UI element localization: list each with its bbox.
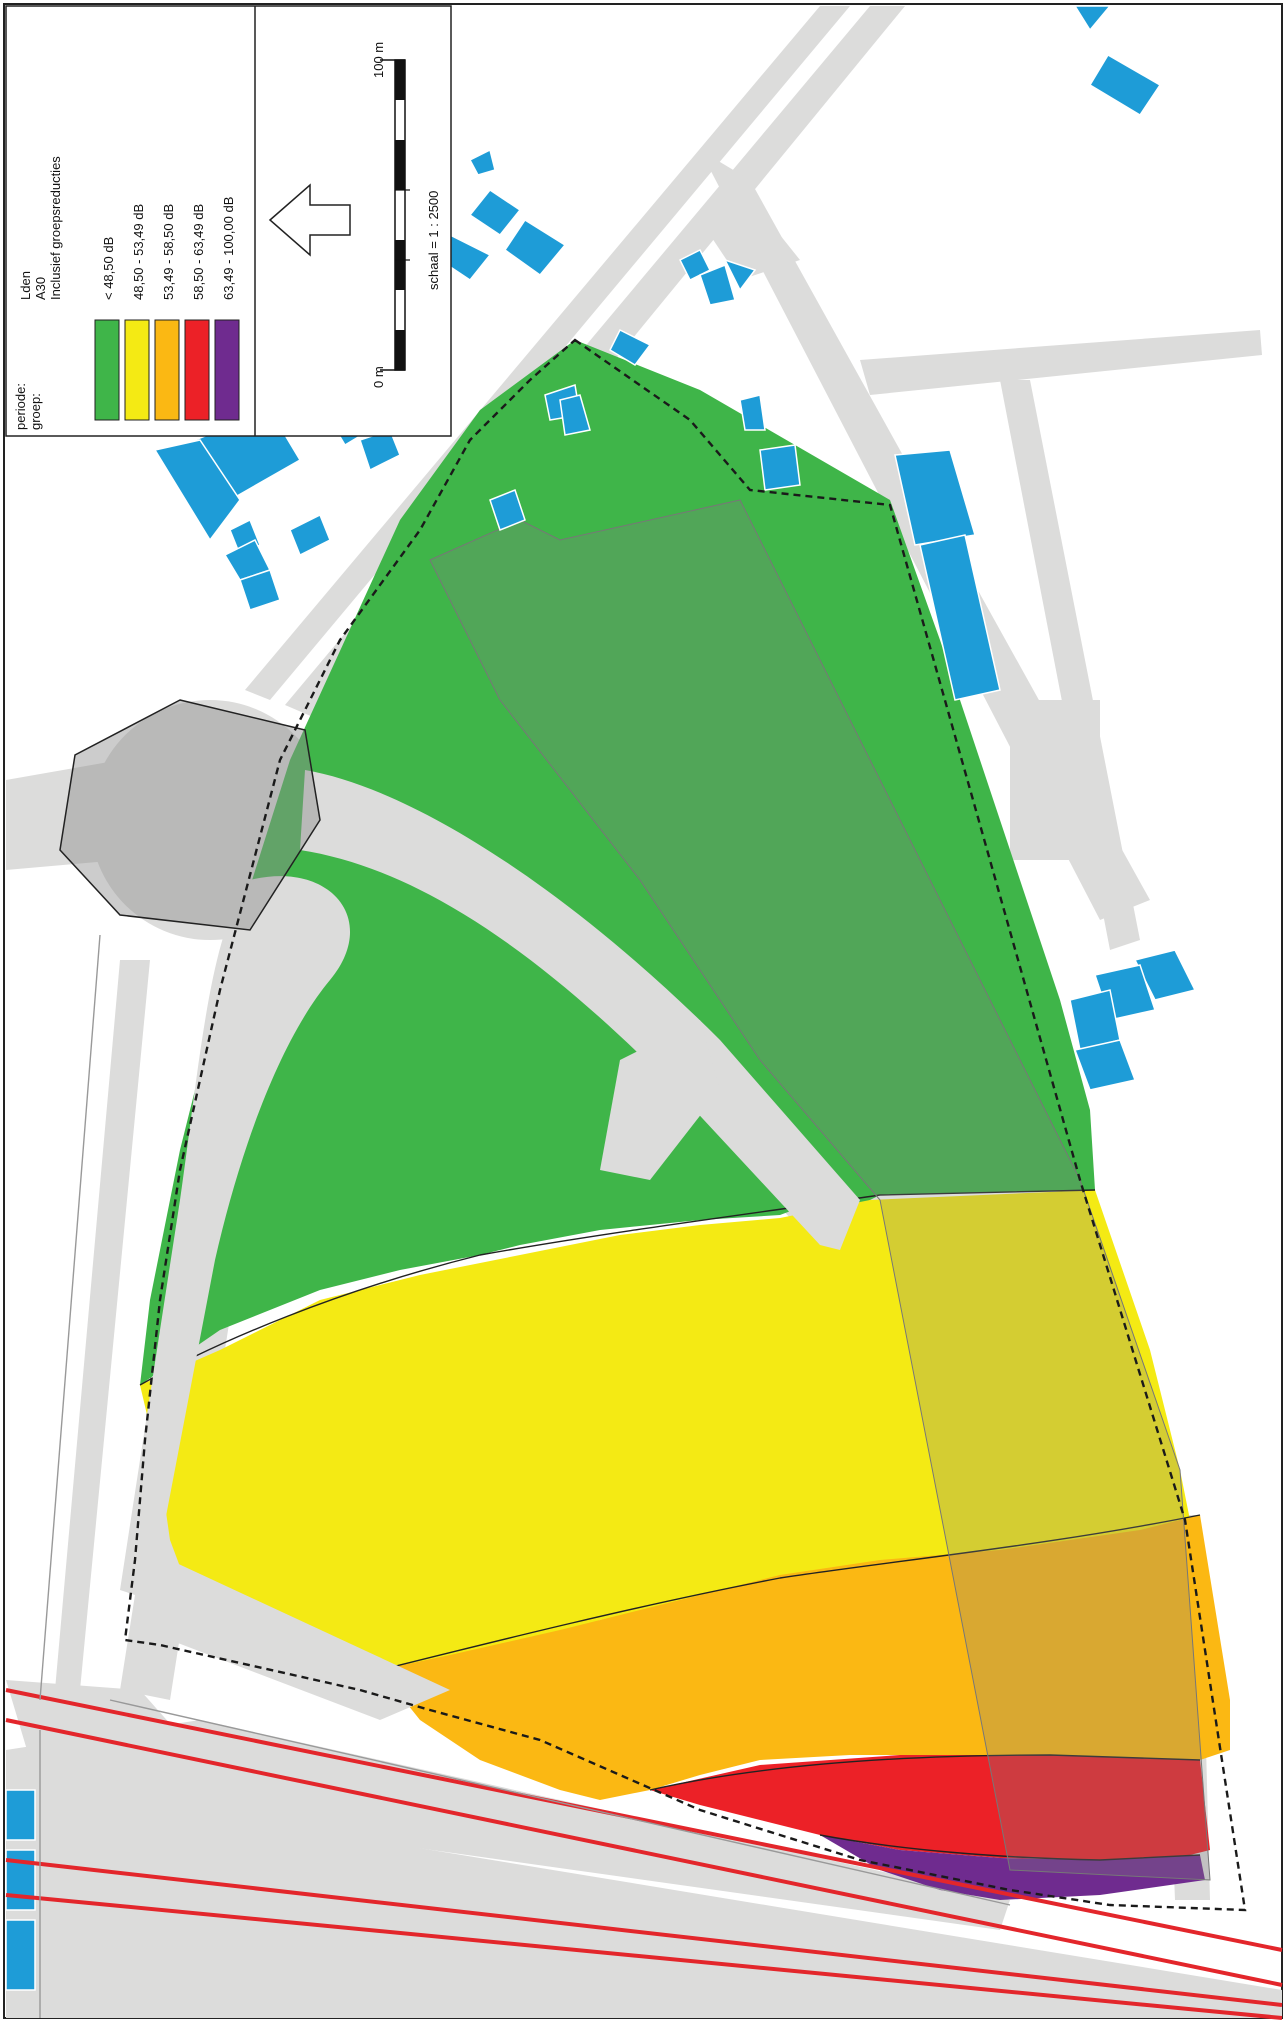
contour-class-4 — [650, 1755, 1210, 1860]
contour-class-3 — [380, 1515, 1230, 1800]
legend-group-note: Inclusief groepsreducties — [48, 156, 63, 300]
legend-period-value: Lden — [18, 271, 33, 300]
roundabout-zone — [59, 699, 321, 931]
legend-classes: < 48,50 dB 48,50 - 53,49 dB 53,49 - 58,50 … — [94, 197, 240, 421]
plan-boundary — [123, 338, 1247, 1912]
legend-group-key: groep: — [28, 393, 43, 430]
legend-swatch-3 — [154, 319, 180, 421]
internal-roads — [120, 770, 860, 1720]
legend-label-3: 53,49 - 58,50 dB — [161, 204, 176, 300]
buildings — [5, 5, 1197, 1991]
north-arrow-icon — [268, 183, 351, 257]
scale-start-label: 0 m — [371, 366, 386, 388]
legend-label-2: 48,50 - 53,49 dB — [131, 204, 146, 300]
legend-panel: periode: groep: Lden A30 Inclusief groep… — [5, 5, 452, 437]
contour-class-1 — [140, 340, 1095, 1385]
legend-swatch-1 — [94, 319, 120, 421]
contour-line-58 — [649, 1754, 1201, 1791]
legend-label-5: 63,49 - 100,00 dB — [221, 197, 236, 300]
legend-period-key: periode: — [13, 383, 28, 430]
contour-line-53 — [379, 1514, 1201, 1671]
road-outlines — [39, 934, 1011, 2018]
contour-class-5 — [820, 1835, 1205, 1900]
noise-contours — [139, 340, 1230, 1900]
rail-lines — [5, 1688, 1283, 2020]
legend-swatch-4 — [184, 319, 210, 421]
legend-group-value: A30 — [33, 277, 48, 300]
legend-label-1: < 48,50 dB — [101, 237, 116, 300]
scale-bar — [380, 59, 410, 371]
contour-line-63 — [819, 1834, 1201, 1861]
legend-swatch-5 — [214, 319, 240, 421]
legend-label-4: 58,50 - 63,49 dB — [191, 204, 206, 300]
legend-swatch-2 — [124, 319, 150, 421]
plan-overlay-zone — [429, 499, 1211, 1881]
scale-end-label: 100 m — [371, 42, 386, 78]
scale-text: schaal = 1 : 2500 — [426, 191, 441, 290]
